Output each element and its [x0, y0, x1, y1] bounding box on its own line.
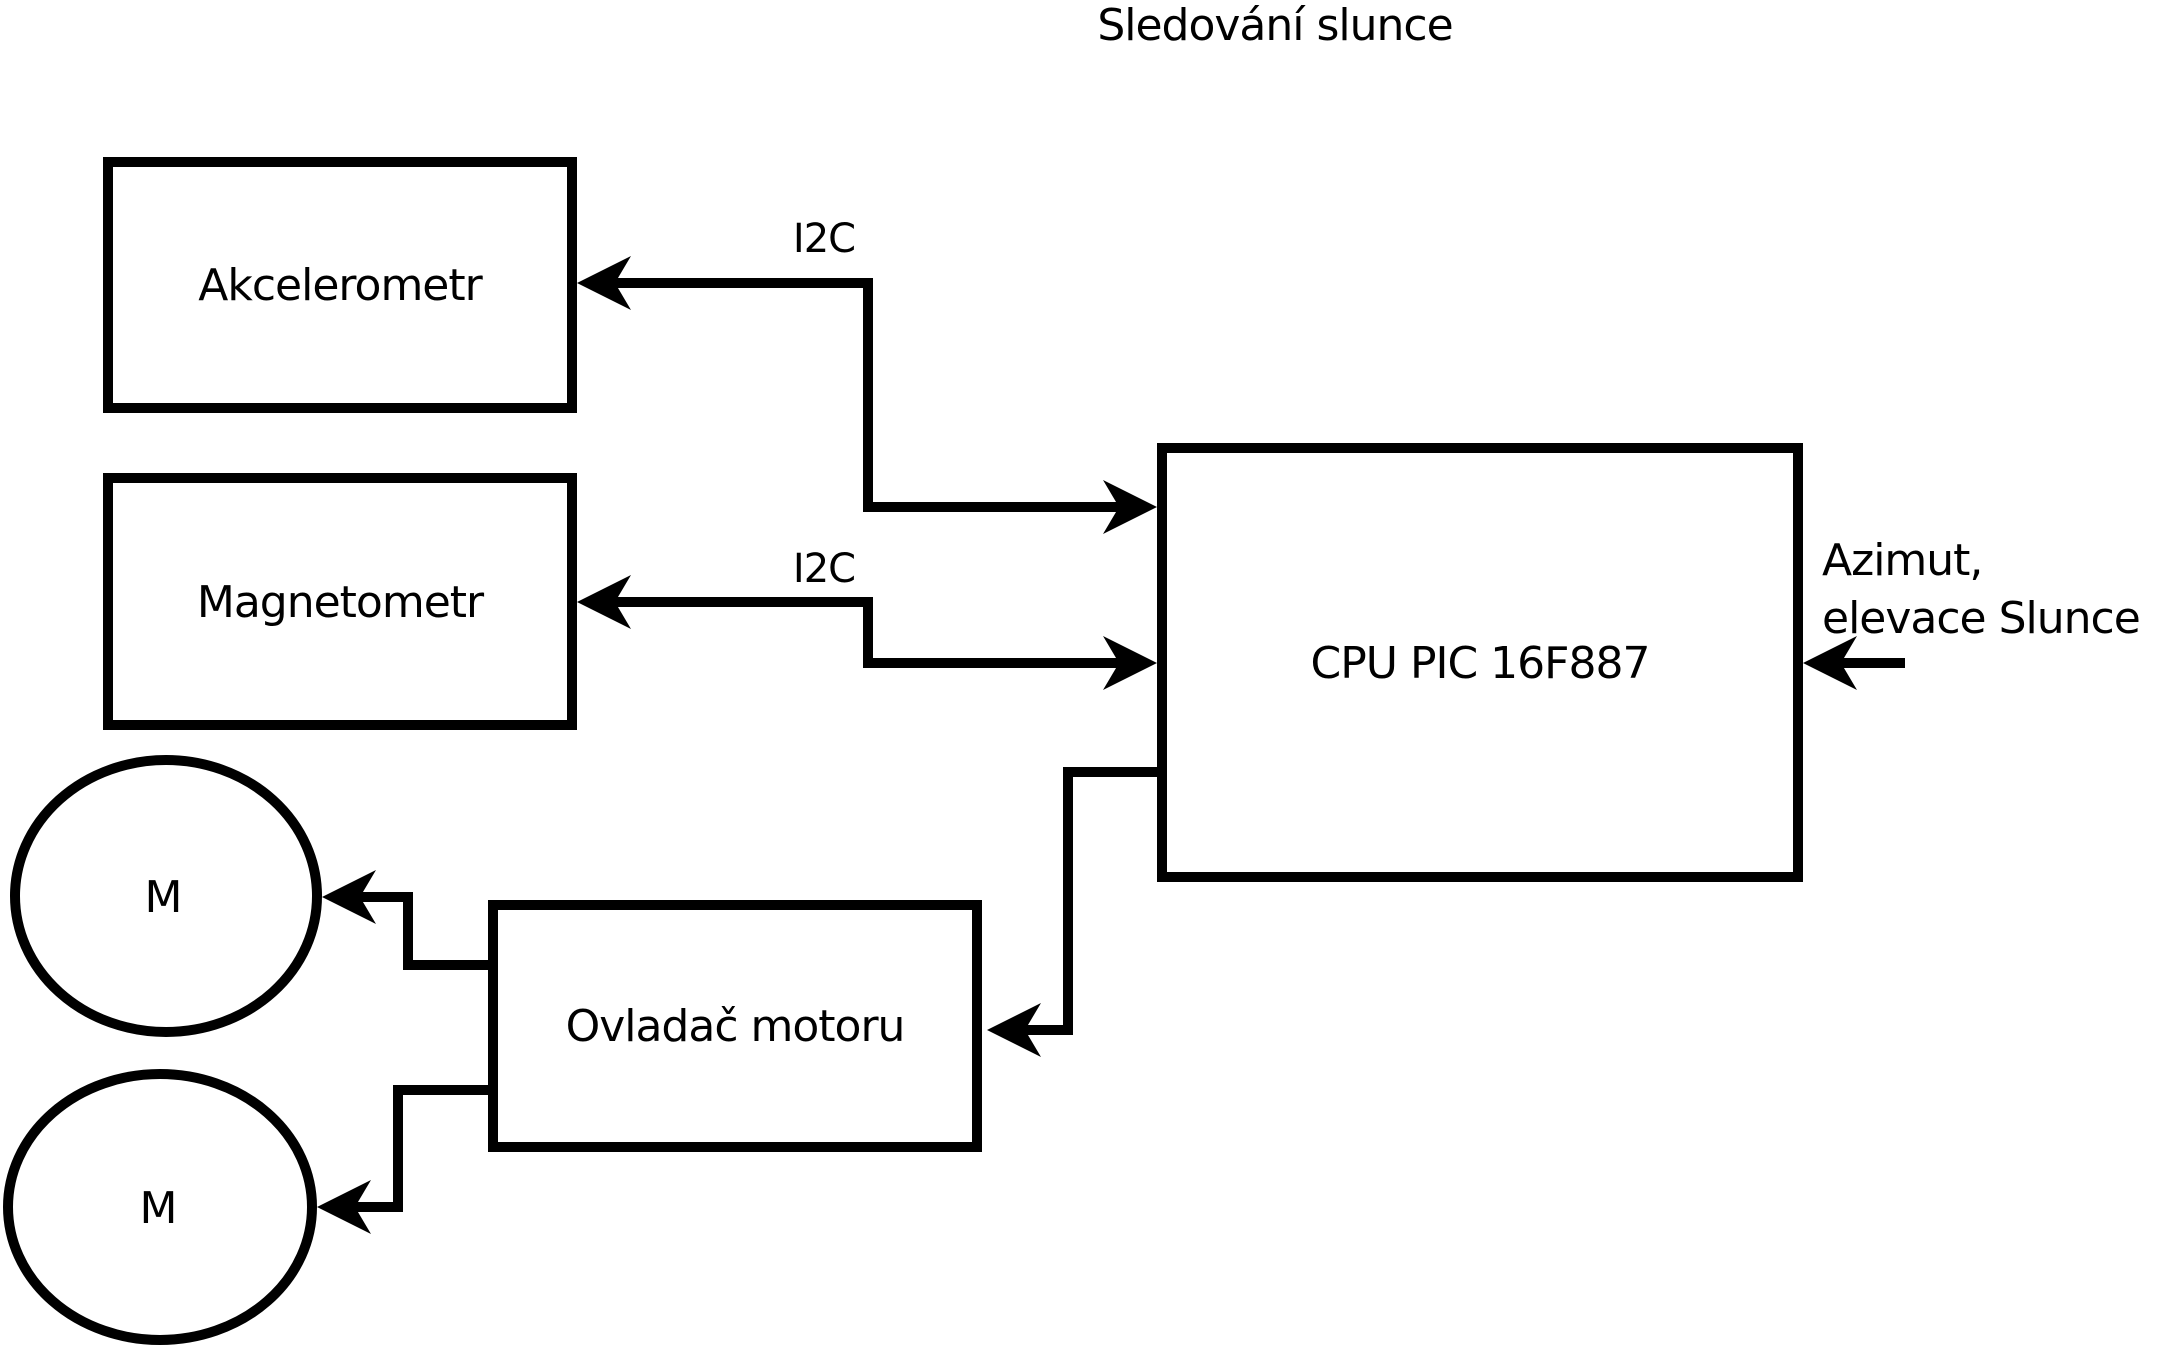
arrowhead-into-cpu-right-icon [1803, 636, 1857, 690]
i2c-label-magnetometr: I2C [793, 546, 855, 592]
i2c-label-akcelerometr: I2C [793, 216, 855, 262]
motor1-label: M [145, 872, 182, 923]
wire-motor-driver-motor1 [357, 892, 493, 970]
motor1-circle [10, 755, 322, 1037]
cpu-block [1157, 443, 1803, 882]
arrowhead-into-motor1-icon [322, 870, 376, 924]
motor2-circle [3, 1069, 317, 1345]
motor-driver-label: Ovladač motoru [566, 1001, 905, 1052]
arrowhead-into-cpu-top-icon [1103, 480, 1157, 534]
arrowhead-into-akcelerometr-icon [577, 256, 631, 310]
cpu-label: CPU PIC 16F887 [1311, 638, 1650, 689]
wire-motor-driver-motor2 [352, 1085, 493, 1212]
wire-cpu-motor-driver [1022, 767, 1157, 1035]
magnetometr-label: Magnetometr [197, 577, 485, 628]
wire-magnetometr-cpu [612, 597, 1122, 668]
azimut-label-line1: Azimut, [1822, 535, 1982, 586]
diagram-title: Sledování slunce [1097, 0, 1452, 51]
arrowhead-into-motor2-icon [317, 1180, 371, 1234]
arrowhead-into-cpu-middle-icon [1103, 636, 1157, 690]
magnetometr-block [103, 473, 577, 730]
azimut-label-line2: elevace Slunce [1822, 593, 2140, 644]
akcelerometr-block [103, 157, 577, 413]
motor-driver-block [488, 900, 982, 1152]
akcelerometr-label: Akcelerometr [198, 260, 483, 311]
wire-akcelerometr-cpu [612, 278, 1122, 512]
arrowhead-into-magnetometr-icon [577, 575, 631, 629]
arrowhead-into-motor-driver-icon [987, 1003, 1041, 1057]
motor2-label: M [140, 1183, 177, 1234]
